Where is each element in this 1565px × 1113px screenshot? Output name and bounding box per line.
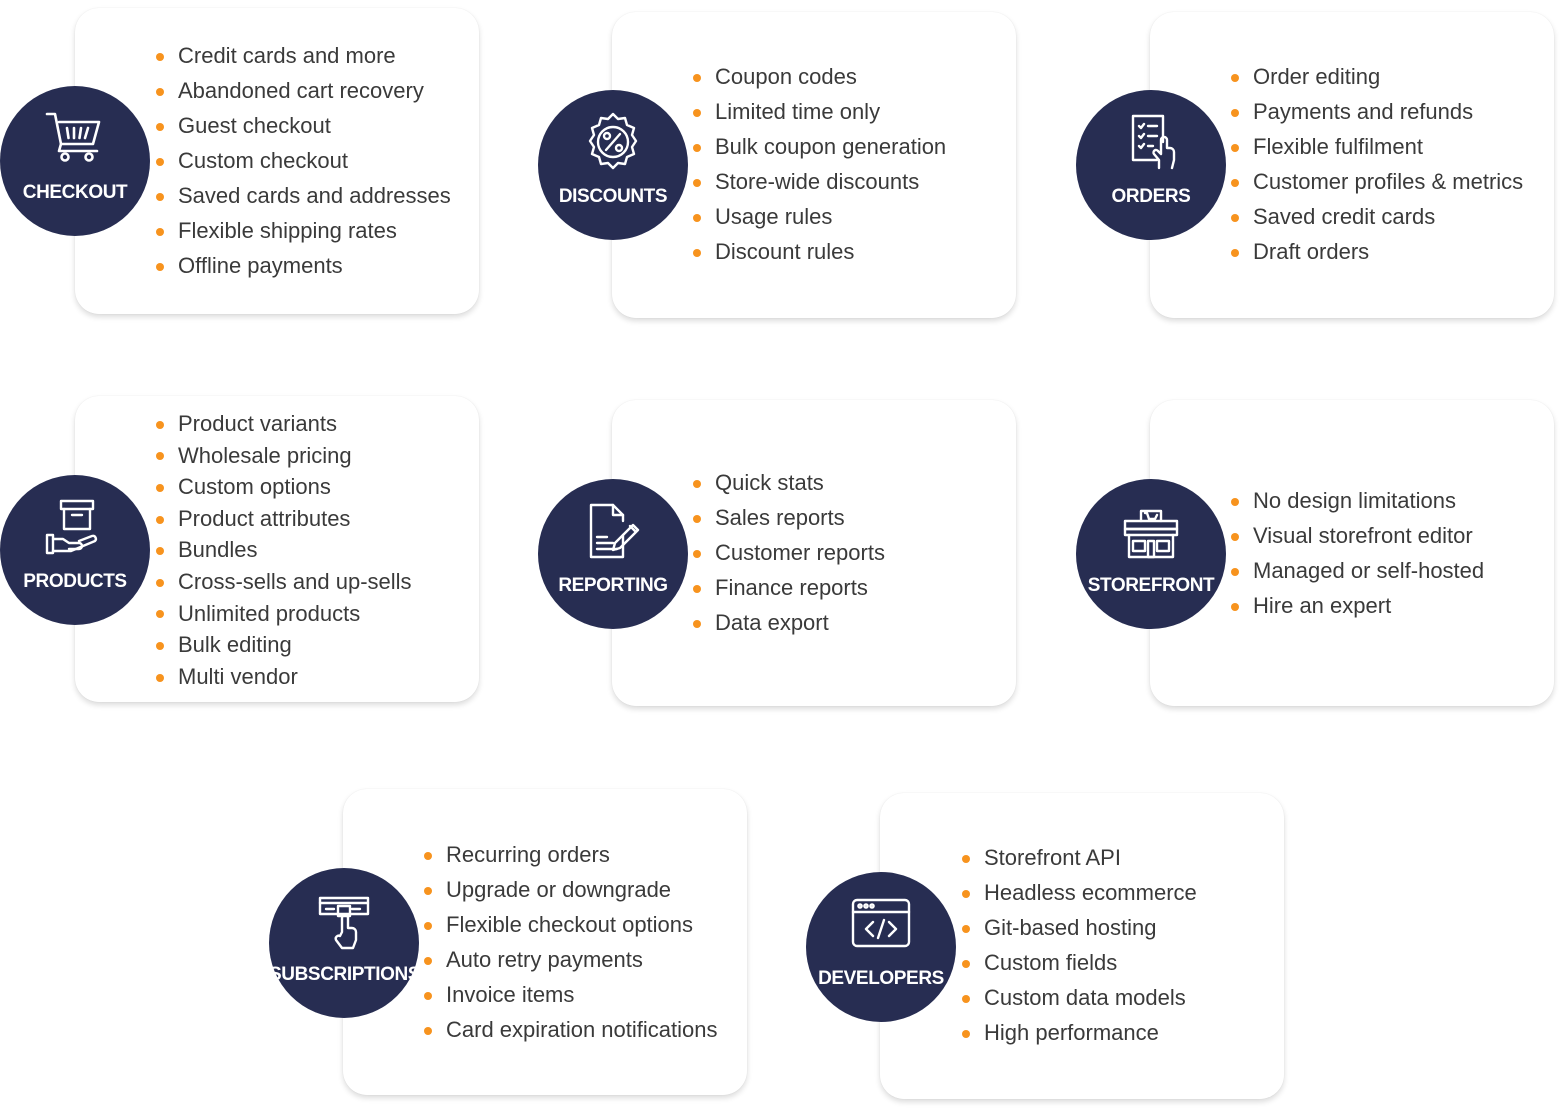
list-item: Saved credit cards [1231, 199, 1523, 234]
list-item: Payments and refunds [1231, 94, 1523, 129]
products-badge: PRODUCTS [0, 475, 150, 625]
storefront-badge: STOREFRONT [1076, 479, 1226, 629]
list-item: Bulk coupon generation [693, 129, 946, 164]
box-in-hand-icon [43, 495, 107, 559]
list-item: Sales reports [693, 500, 885, 535]
order-list-icon [1119, 110, 1183, 174]
card-tap-icon [312, 888, 376, 952]
list-item: Flexible checkout options [424, 907, 717, 942]
reporting-feature-list: Quick stats Sales reports Customer repor… [693, 465, 885, 640]
list-item: Recurring orders [424, 837, 717, 872]
list-item: Wholesale pricing [156, 440, 412, 472]
list-item: High performance [962, 1015, 1197, 1050]
list-item: Draft orders [1231, 234, 1523, 269]
checkout-feature-list: Credit cards and more Abandoned cart rec… [156, 38, 451, 283]
subscriptions-feature-list: Recurring orders Upgrade or downgrade Fl… [424, 837, 717, 1047]
list-item: Credit cards and more [156, 38, 451, 73]
products-feature-list: Product variants Wholesale pricing Custo… [156, 408, 412, 692]
discounts-label: DISCOUNTS [558, 186, 668, 207]
list-item: Hire an expert [1231, 588, 1484, 623]
list-item: Usage rules [693, 199, 946, 234]
list-item: Card expiration notifications [424, 1012, 717, 1047]
orders-label: ORDERS [1111, 186, 1191, 207]
list-item: Product variants [156, 408, 412, 440]
list-item: Cross-sells and up-sells [156, 566, 412, 598]
reporting-label: REPORTING [558, 575, 668, 596]
list-item: Coupon codes [693, 59, 946, 94]
checkout-label: CHECKOUT [22, 182, 128, 203]
list-item: Bundles [156, 534, 412, 566]
list-item: Saved cards and addresses [156, 178, 451, 213]
reporting-badge: REPORTING [538, 479, 688, 629]
code-window-icon [849, 892, 913, 956]
discounts-feature-list: Coupon codes Limited time only Bulk coup… [693, 59, 946, 269]
storefront-icon [1119, 499, 1183, 563]
developers-feature-list: Storefront API Headless ecommerce Git-ba… [962, 840, 1197, 1050]
list-item: No design limitations [1231, 483, 1484, 518]
list-item: Guest checkout [156, 108, 451, 143]
list-item: Custom options [156, 471, 412, 503]
storefront-feature-list: No design limitations Visual storefront … [1231, 483, 1484, 623]
checkout-badge: CHECKOUT [0, 86, 150, 236]
list-item: Git-based hosting [962, 910, 1197, 945]
percent-badge-icon [581, 110, 645, 174]
shopping-cart-icon [43, 106, 107, 170]
developers-badge: DEVELOPERS [806, 872, 956, 1022]
list-item: Order editing [1231, 59, 1523, 94]
products-label: PRODUCTS [23, 571, 127, 592]
list-item: Discount rules [693, 234, 946, 269]
list-item: Finance reports [693, 570, 885, 605]
list-item: Limited time only [693, 94, 946, 129]
list-item: Upgrade or downgrade [424, 872, 717, 907]
subscriptions-badge: SUBSCRIPTIONS [269, 868, 421, 1018]
list-item: Auto retry payments [424, 942, 717, 977]
list-item: Abandoned cart recovery [156, 73, 451, 108]
list-item: Quick stats [693, 465, 885, 500]
list-item: Managed or self-hosted [1231, 553, 1484, 588]
developers-label: DEVELOPERS [818, 968, 944, 989]
list-item: Customer profiles & metrics [1231, 164, 1523, 199]
document-pen-icon [581, 499, 645, 563]
list-item: Multi vendor [156, 661, 412, 693]
orders-feature-list: Order editing Payments and refunds Flexi… [1231, 59, 1523, 269]
list-item: Flexible fulfilment [1231, 129, 1523, 164]
orders-badge: ORDERS [1076, 90, 1226, 240]
list-item: Customer reports [693, 535, 885, 570]
list-item: Invoice items [424, 977, 717, 1012]
list-item: Headless ecommerce [962, 875, 1197, 910]
list-item: Storefront API [962, 840, 1197, 875]
list-item: Custom data models [962, 980, 1197, 1015]
subscriptions-label: SUBSCRIPTIONS [269, 964, 421, 985]
list-item: Unlimited products [156, 598, 412, 630]
list-item: Store-wide discounts [693, 164, 946, 199]
list-item: Data export [693, 605, 885, 640]
list-item: Custom fields [962, 945, 1197, 980]
list-item: Product attributes [156, 503, 412, 535]
discounts-badge: DISCOUNTS [538, 90, 688, 240]
list-item: Visual storefront editor [1231, 518, 1484, 553]
list-item: Offline payments [156, 248, 451, 283]
list-item: Flexible shipping rates [156, 213, 451, 248]
storefront-label: STOREFRONT [1087, 575, 1215, 596]
list-item: Bulk editing [156, 629, 412, 661]
list-item: Custom checkout [156, 143, 451, 178]
